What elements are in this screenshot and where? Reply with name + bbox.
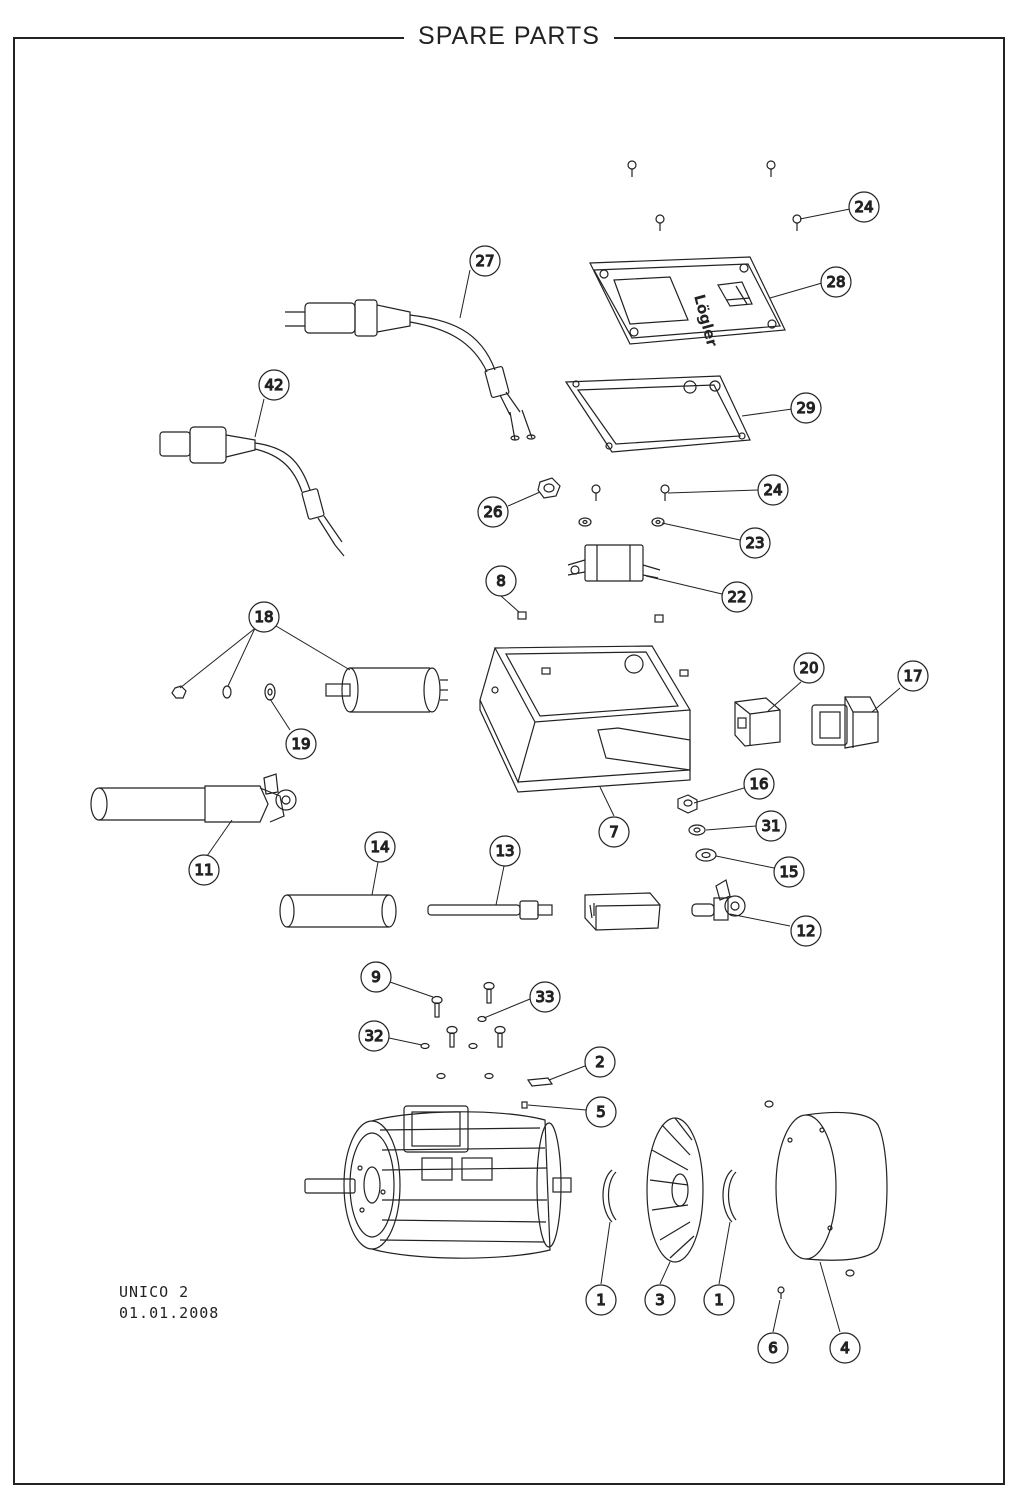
svg-text:28: 28 xyxy=(826,273,845,291)
callout-29: 29 xyxy=(790,392,822,424)
callout-5: 5 xyxy=(585,1096,617,1128)
svg-text:11: 11 xyxy=(194,861,213,879)
callout-13: 13 xyxy=(489,835,521,867)
callout-8: 8 xyxy=(485,565,517,597)
svg-text:2: 2 xyxy=(595,1053,605,1071)
callout-2: 2 xyxy=(584,1046,616,1078)
callout-14: 14 xyxy=(364,831,396,863)
mounting-hardware xyxy=(537,477,670,527)
callout-1a: 1 xyxy=(585,1284,617,1316)
callout-26: 26 xyxy=(477,496,509,528)
callout-20: 20 xyxy=(793,652,825,684)
callout-11: 11 xyxy=(188,854,220,886)
callout-16: 16 xyxy=(743,768,775,800)
svg-text:5: 5 xyxy=(596,1103,606,1121)
brand-logo-text: Lögler xyxy=(690,292,721,349)
cable-42 xyxy=(159,426,345,557)
svg-text:6: 6 xyxy=(768,1339,778,1357)
svg-text:22: 22 xyxy=(727,588,746,606)
svg-text:26: 26 xyxy=(483,503,502,521)
callout-15: 15 xyxy=(773,856,805,888)
svg-text:16: 16 xyxy=(749,775,768,793)
svg-text:17: 17 xyxy=(903,667,922,685)
svg-text:15: 15 xyxy=(779,863,798,881)
callout-3: 3 xyxy=(644,1284,676,1316)
svg-text:23: 23 xyxy=(745,534,764,552)
svg-text:29: 29 xyxy=(796,399,815,417)
revision-date: 01.01.2008 xyxy=(119,1304,220,1322)
callout-28: 28 xyxy=(820,266,852,298)
callout-19: 19 xyxy=(285,728,317,760)
callout-32: 32 xyxy=(358,1020,390,1052)
cooling-fan xyxy=(646,1117,704,1263)
svg-text:42: 42 xyxy=(264,376,283,394)
callout-42: 42 xyxy=(258,369,290,401)
title-bar: SPARE PARTS xyxy=(0,22,1018,51)
svg-text:12: 12 xyxy=(796,922,815,940)
switch-assembly xyxy=(811,696,879,749)
svg-text:7: 7 xyxy=(609,823,619,841)
page-title: SPARE PARTS xyxy=(404,22,614,50)
fan-cover xyxy=(764,1100,888,1299)
nut-and-washers xyxy=(677,794,717,862)
rod xyxy=(427,900,553,920)
callout-33: 33 xyxy=(529,981,561,1013)
cover-plate: Lögler xyxy=(589,256,786,349)
heating-element xyxy=(90,773,297,823)
key-and-pin xyxy=(521,1077,554,1109)
gasket xyxy=(564,375,751,453)
svg-text:9: 9 xyxy=(371,968,381,986)
svg-text:27: 27 xyxy=(475,252,494,270)
clip-set xyxy=(517,611,664,623)
svg-text:20: 20 xyxy=(799,659,818,677)
callout-22: 22 xyxy=(721,581,753,613)
svg-text:18: 18 xyxy=(254,608,273,626)
callout-12: 12 xyxy=(790,915,822,947)
svg-text:8: 8 xyxy=(496,572,506,590)
callout-31: 31 xyxy=(755,810,787,842)
electrical-housing xyxy=(479,645,692,793)
power-cable xyxy=(285,299,536,441)
callout-4: 4 xyxy=(829,1332,861,1364)
svg-text:33: 33 xyxy=(535,988,554,1006)
electric-motor xyxy=(304,1105,572,1259)
callout-18: 18 xyxy=(248,601,280,633)
svg-text:1: 1 xyxy=(596,1291,606,1309)
svg-text:13: 13 xyxy=(495,842,514,860)
callout-17: 17 xyxy=(897,660,929,692)
relay xyxy=(567,544,661,582)
svg-text:4: 4 xyxy=(840,1339,850,1357)
circlip-set xyxy=(602,1169,737,1223)
capacitor xyxy=(171,667,448,713)
callout-7: 7 xyxy=(598,816,630,848)
model-name: UNICO 2 xyxy=(119,1283,190,1301)
callout-bubbles: 1 1 2 3 4 5 6 7 8 9 11 12 13 14 15 16 17… xyxy=(188,191,929,1364)
svg-text:32: 32 xyxy=(364,1027,383,1045)
callout-27: 27 xyxy=(469,245,501,277)
callout-6: 6 xyxy=(757,1332,789,1364)
motor-screw-set xyxy=(420,981,506,1080)
svg-text:31: 31 xyxy=(761,817,780,835)
screw-set-top xyxy=(627,160,802,231)
callout-24-top: 24 xyxy=(848,191,880,223)
switch-module xyxy=(734,697,781,747)
thermostat-block xyxy=(584,892,661,931)
callout-1b: 1 xyxy=(703,1284,735,1316)
svg-text:19: 19 xyxy=(291,735,310,753)
callout-23: 23 xyxy=(739,527,771,559)
svg-text:1: 1 xyxy=(714,1291,724,1309)
sensor xyxy=(691,879,746,921)
svg-text:24: 24 xyxy=(763,481,782,499)
svg-text:14: 14 xyxy=(370,838,389,856)
model-note: UNICO 2 01.01.2008 xyxy=(119,1282,219,1324)
callout-24-mid: 24 xyxy=(757,474,789,506)
svg-text:24: 24 xyxy=(854,198,873,216)
callout-9: 9 xyxy=(360,961,392,993)
svg-text:3: 3 xyxy=(655,1291,665,1309)
leader-lines xyxy=(179,208,901,1333)
sleeve xyxy=(279,894,397,928)
